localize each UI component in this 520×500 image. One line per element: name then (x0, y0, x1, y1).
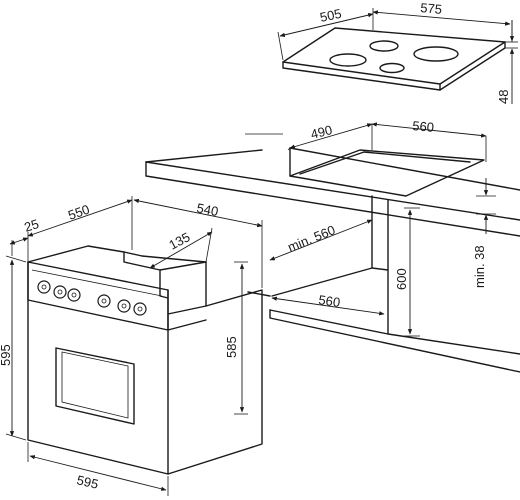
hob-depth-label: 575 (420, 0, 443, 17)
oven-body-depth-label: 550 (66, 202, 91, 223)
knob-1 (37, 280, 51, 294)
cutout-depth-label: 490 (309, 122, 334, 142)
hob-drawing (282, 27, 506, 91)
cutout-width-label: 560 (412, 118, 435, 135)
cabinet-inner-width-label: 560 (318, 292, 342, 310)
cabinet-min-gap-label: min. 38 (472, 245, 487, 288)
worktop-drawing (145, 147, 520, 237)
oven-front-offset-label: 25 (22, 216, 40, 235)
oven-top-offset-label: 135 (166, 229, 192, 252)
cabinet-dimensions (269, 178, 496, 337)
oven-front-height-label: 595 (0, 344, 13, 366)
knob-4 (97, 294, 111, 308)
hob-height-label: 48 (496, 90, 511, 104)
hob-dimensions (277, 8, 518, 104)
oven-total-depth-label: 540 (195, 200, 219, 219)
knob-3 (67, 288, 81, 302)
cabinet-min-width-label: min. 560 (286, 222, 338, 255)
hob-width-label: 505 (319, 6, 343, 25)
knob-5 (117, 299, 131, 313)
oven-dimensions (5, 196, 263, 496)
cabinet-height-label: 600 (394, 268, 409, 290)
cutout-dimensions (245, 122, 487, 162)
knob-6 (133, 302, 147, 316)
oven-front-width-label: 595 (75, 472, 100, 491)
oven-drawing (27, 245, 263, 475)
knob-2 (53, 285, 67, 299)
oven-body-height-label: 585 (224, 336, 239, 358)
